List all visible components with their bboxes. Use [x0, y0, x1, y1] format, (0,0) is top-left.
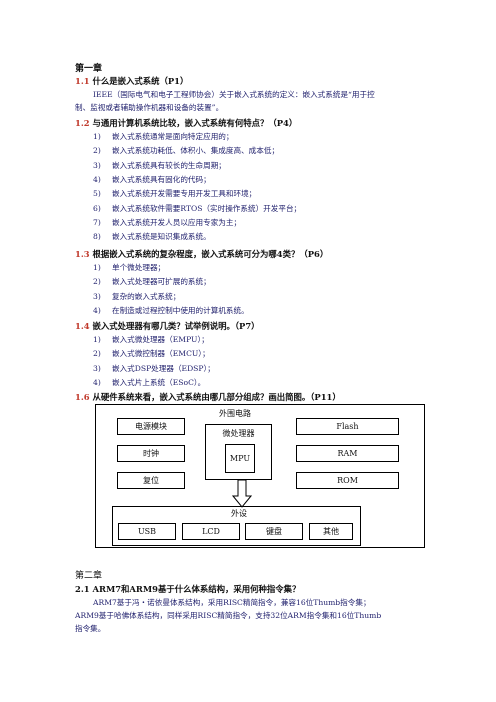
- list-item-text: 嵌入式DSP处理器（EDSP）；: [112, 363, 215, 373]
- usb-box: USB: [118, 523, 176, 540]
- list-item: 6) 嵌入式系统软件需要RTOS（实时操作系统）开发平台；: [93, 203, 301, 214]
- peripherals-label: 外设: [231, 509, 247, 518]
- list-item-number: 8): [93, 232, 101, 242]
- list-item-number: 5): [93, 189, 101, 199]
- flash-box: Flash: [296, 418, 399, 435]
- list-item: 3) 嵌入式DSP处理器（EDSP）；: [93, 363, 215, 374]
- list-item-text: 嵌入式片上系统（ESoC）。: [112, 377, 206, 387]
- question-text: 与通用计算机系统比较，嵌入式系统有何特点？（P4）: [92, 118, 298, 128]
- answer-line: ARM7基于冯・诺依曼体系结构，采用RISC精简指令，兼容16位Thumb指令集…: [93, 598, 371, 607]
- list-item: 7) 嵌入式系统开发人员以应用专家为主；: [93, 217, 241, 228]
- list-item-number: 1): [93, 132, 101, 141]
- question-text: 什么是嵌入式系统（P1）: [92, 76, 189, 86]
- rom-box: ROM: [296, 472, 399, 489]
- question-1-6: 1.6 从硬件系统来看，嵌入式系统由哪几部分组成？画出简图。（P11）: [75, 391, 341, 403]
- list-item-text: 嵌入式系统功耗低、体积小、集成度高、成本低；: [112, 146, 280, 156]
- list-item: 4) 在制造或过程控制中使用的计算机系统。: [93, 305, 249, 316]
- question-1-3: 1.3 根据嵌入式系统的复杂程度，嵌入式系统可分为哪4类？（P6）: [75, 248, 328, 260]
- list-item-number: 4): [93, 174, 101, 184]
- list-item-number: 2): [93, 146, 101, 156]
- other-box: 其他: [309, 523, 353, 540]
- list-item: 4) 嵌入式片上系统（ESoC）。: [93, 377, 205, 388]
- question-number: 2.1: [75, 584, 90, 594]
- list-item: 4) 嵌入式系统具有固化的代码；: [93, 174, 211, 185]
- list-item-text: 复杂的嵌入式系统；: [112, 291, 181, 301]
- list-item-text: 嵌入式系统具有较长的生命周期；: [112, 160, 226, 170]
- power-module-box: 电源模块: [117, 418, 185, 435]
- question-1-1: 1.1 什么是嵌入式系统（P1）: [75, 75, 188, 87]
- list-item-number: 1): [93, 335, 101, 344]
- hardware-diagram-frame: [95, 404, 425, 548]
- microprocessor-label: 微处理器: [222, 429, 255, 438]
- list-item-text: 嵌入式系统是知识集成系统。: [112, 232, 211, 242]
- answer-line: 制、监视或者辅助操作机器和设备的装置”。: [75, 103, 224, 112]
- list-item-text: 嵌入式系统通常是面向特定应用的；: [112, 132, 234, 141]
- list-item: 1) 单个微处理器；: [93, 262, 165, 273]
- chapter-1-title: 第一章: [75, 64, 103, 74]
- list-item: 3) 复杂的嵌入式系统；: [93, 291, 180, 302]
- peripheral-circuit-label: 外围电路: [219, 409, 251, 418]
- list-item-number: 3): [93, 160, 101, 170]
- reset-box: 复位: [117, 472, 185, 489]
- lcd-box: LCD: [182, 523, 240, 540]
- list-item: 1) 嵌入式系统通常是面向特定应用的；: [93, 131, 234, 142]
- list-item-text: 嵌入式微控制器（EMCU）；: [112, 349, 210, 359]
- list-item: 2) 嵌入式微控制器（EMCU）；: [93, 348, 210, 359]
- list-item-text: 嵌入式系统开发人员以应用专家为主；: [112, 217, 242, 227]
- peripherals-frame: [112, 506, 361, 546]
- list-item-number: 4): [93, 305, 101, 315]
- list-item-number: 6): [93, 203, 101, 213]
- question-1-2: 1.2 与通用计算机系统比较，嵌入式系统有何特点？（P4）: [75, 117, 297, 129]
- list-item: 2) 嵌入式处理器可扩展的系统；: [93, 276, 211, 287]
- list-item-text: 嵌入式微处理器（EMPU）；: [112, 335, 209, 344]
- chapter-2-title: 第二章: [75, 571, 103, 581]
- question-text: 嵌入式处理器有哪几类？试举例说明。（P7）: [92, 321, 260, 331]
- answer-line: ARM9基于哈佛体系结构，同样采用RISC精简指令，支持32位ARM指令集和16…: [75, 611, 382, 620]
- list-item-text: 单个微处理器；: [112, 263, 166, 272]
- question-number: 1.4: [75, 321, 90, 331]
- question-text: ARM7和ARM9基于什么体系结构，采用何种指令集？: [92, 584, 301, 594]
- list-item-number: 3): [93, 291, 101, 301]
- question-1-4: 1.4 嵌入式处理器有哪几类？试举例说明。（P7）: [75, 320, 260, 332]
- ram-box: RAM: [296, 445, 399, 462]
- question-number: 1.2: [75, 118, 90, 128]
- list-item: 3) 嵌入式系统具有较长的生命周期；: [93, 160, 226, 171]
- answer-line: IEEE（国际电气和电子工程师协会）关于嵌入式系统的定义：嵌入式系统是“用于控: [93, 90, 375, 99]
- question-2-1: 2.1 ARM7和ARM9基于什么体系结构，采用何种指令集？: [75, 583, 300, 595]
- list-item-number: 1): [93, 263, 101, 272]
- list-item: 8) 嵌入式系统是知识集成系统。: [93, 231, 211, 242]
- list-item-text: 嵌入式系统软件需要RTOS（实时操作系统）开发平台；: [112, 203, 302, 213]
- list-item-text: 嵌入式系统开发需要专用开发工具和环境；: [112, 189, 257, 199]
- mpu-box: MPU: [225, 444, 255, 473]
- question-number: 1.1: [75, 76, 90, 86]
- answer-line: 指令集。: [75, 624, 106, 633]
- list-item-number: 3): [93, 363, 101, 373]
- question-text: 根据嵌入式系统的复杂程度，嵌入式系统可分为哪4类？（P6）: [92, 249, 329, 259]
- list-item-number: 7): [93, 217, 101, 227]
- question-number: 1.3: [75, 249, 90, 259]
- question-number: 1.6: [75, 392, 90, 402]
- list-item-text: 嵌入式处理器可扩展的系统；: [112, 277, 211, 287]
- question-text: 从硬件系统来看，嵌入式系统由哪几部分组成？画出简图。（P11）: [92, 392, 341, 402]
- list-item: 1) 嵌入式微处理器（EMPU）；: [93, 334, 209, 345]
- keyboard-box: 键盘: [245, 523, 303, 540]
- clock-box: 时钟: [117, 445, 185, 462]
- list-item: 2) 嵌入式系统功耗低、体积小、集成度高、成本低；: [93, 145, 279, 156]
- down-arrow-icon: [232, 480, 252, 508]
- list-item-text: 在制造或过程控制中使用的计算机系统。: [112, 305, 249, 315]
- list-item: 5) 嵌入式系统开发需要专用开发工具和环境；: [93, 188, 256, 199]
- list-item-number: 4): [93, 377, 101, 387]
- list-item-number: 2): [93, 349, 101, 359]
- list-item-number: 2): [93, 277, 101, 287]
- list-item-text: 嵌入式系统具有固化的代码；: [112, 174, 211, 184]
